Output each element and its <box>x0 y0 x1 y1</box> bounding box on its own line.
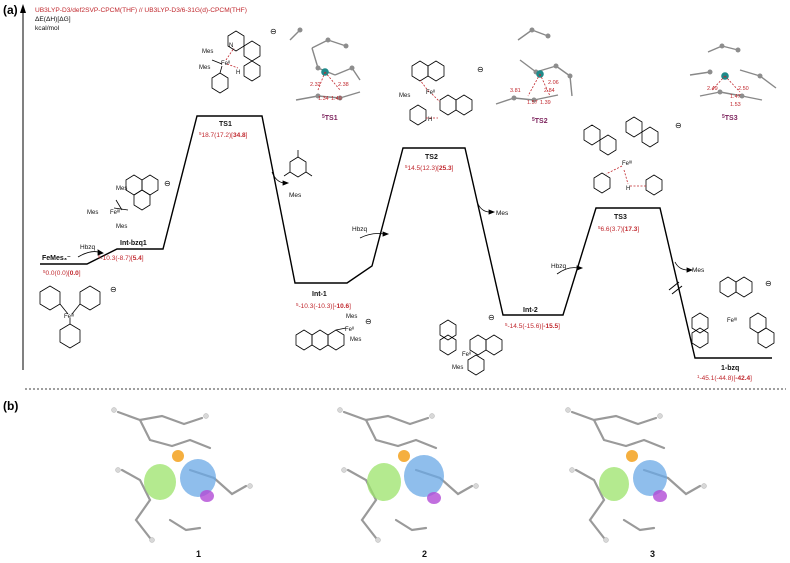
structure-mesitylene <box>283 150 313 178</box>
ts3-dist-2: 2.50 <box>738 86 749 92</box>
mes-label-ts2: Mes <box>399 93 410 99</box>
reagent-hbzq-3: Hbzq <box>551 263 567 270</box>
charge-1bzq: ⊖ <box>765 279 772 288</box>
mes-label-int1-b: Mes <box>350 337 361 343</box>
mes-label-ts1-a: Mes <box>202 49 213 55</box>
fe-label-bzq1: Feᴵᴵᴵ <box>110 209 120 216</box>
energy-label: ΔE(ΔH)[ΔG] <box>35 16 71 23</box>
fe-label-int1: Feᴵᴵ <box>345 326 354 333</box>
reagent-mes-3: Mes <box>692 267 705 274</box>
mes-label-int1-a: Mes <box>346 314 357 320</box>
energy-profile <box>40 115 772 359</box>
orbital-render-1 <box>111 407 253 543</box>
reagent-hbzq-1: Hbzq <box>80 244 96 251</box>
energy-axis <box>20 4 26 370</box>
ts2-3d-label: 5TS2 <box>532 117 548 125</box>
ts3-dist-1: 2.49 <box>707 86 718 92</box>
fe-label-int2: Feᴵᴵ <box>462 351 471 358</box>
state-energy-ts3: 56.6(3.7)[17.3] <box>598 225 639 233</box>
structure-ts2-2d <box>409 60 473 126</box>
structure-1-bzq <box>691 276 775 349</box>
state-energy-ts1: 518.7(17.2)[34.8] <box>199 131 248 139</box>
structure-ts1-2d <box>211 30 261 94</box>
h-label-ts3: H <box>626 186 630 192</box>
arrow-hbzq-2 <box>359 231 390 239</box>
state-name-ts2: TS2 <box>425 154 438 161</box>
ts1-dist-3: 1.34 <box>318 96 329 102</box>
charge-int2: ⊖ <box>488 313 495 322</box>
ts2-dist-1: 3.81 <box>510 88 521 94</box>
orbital-label-2: 2 <box>422 549 427 559</box>
state-energy-int-1: 5-10.3(-10.3)[-10.6] <box>296 302 351 310</box>
orbital-render-3 <box>565 407 707 543</box>
arrow-mes-2 <box>477 203 496 215</box>
structure-femes3 <box>39 285 101 349</box>
charge-ts3: ⊖ <box>675 121 682 130</box>
reagent-hbzq-2: Hbzq <box>352 226 368 233</box>
charge-femes3: ⊖ <box>110 285 117 294</box>
panel-a-label: (a) <box>3 3 18 17</box>
structure-ts1-3d <box>289 27 361 101</box>
structure-ts3-3d <box>689 43 777 101</box>
mes-label-bzq1-b: Mes <box>87 210 98 216</box>
state-name-int-2: Int-2 <box>523 307 538 314</box>
n-label-ts1: N <box>229 43 233 49</box>
h-label-ts1: H <box>236 70 240 76</box>
mes-label-int2: Mes <box>452 365 463 371</box>
orbital-render-2 <box>337 407 479 543</box>
state-name-int-bzq1: Int-bzq1 <box>120 240 147 247</box>
structure-int-bzq1 <box>113 174 159 211</box>
orbital-label-3: 3 <box>650 549 655 559</box>
state-name-ts3: TS3 <box>614 214 627 221</box>
structure-int-2 <box>439 319 503 376</box>
mes-label-ts1-b: Mes <box>199 65 210 71</box>
h-label-ts2: H <box>428 117 432 123</box>
charge-ts2: ⊖ <box>477 65 484 74</box>
arrow-mes-1 <box>271 171 290 186</box>
orbital-label-1: 1 <box>196 549 201 559</box>
state-name-femes3: FeMes₃⁻ <box>42 255 71 262</box>
state-energy-femes3: 50.0(0.0)[0.0] <box>43 269 81 277</box>
charge-bzq1: ⊖ <box>164 179 171 188</box>
ts1-dist-2: 2.38 <box>338 82 349 88</box>
panel-b-label: (b) <box>3 399 18 413</box>
ts1-dist-4: 1.49 <box>331 96 342 102</box>
arrow-hbzq-1 <box>77 249 104 258</box>
ts3-dist-4: 1.53 <box>730 102 741 108</box>
fe-label-ts3: Feᴵᴵᴵ <box>622 160 632 167</box>
ts1-dist-1: 2.32 <box>310 82 321 88</box>
mes-label-bzq1-c: Mes <box>116 224 127 230</box>
state-name-1-bzq: 1-bzq <box>721 365 739 372</box>
state-name-int-1: Int-1 <box>312 291 327 298</box>
ts2-dist-4: 1.57 <box>527 100 538 106</box>
energy-unit: kcal/mol <box>35 25 60 32</box>
fe-label-femes3: Feᴵᴵᴵ <box>64 313 74 320</box>
structure-int-1 <box>295 327 347 351</box>
ts3-dist-3: 1.47 <box>730 94 741 100</box>
ts2-dist-2: 2.84 <box>544 88 555 94</box>
state-energy-int-2: 5-14.5(-15.6)[-15.5] <box>505 322 560 330</box>
method-label: UB3LYP-D3/def2SVP-CPCM(THF) // UB3LYP-D3… <box>35 7 247 14</box>
mes-label-bzq1-a: Mes <box>116 186 127 192</box>
state-energy-int-bzq1: 5-10.3(-8.7)[5.4] <box>98 254 144 262</box>
fe-label-1bzq: Feᴵᴵᴵ <box>727 317 737 324</box>
arrow-hbzq-3 <box>556 265 584 275</box>
structure-ts3-2d <box>583 116 663 196</box>
state-energy-ts2: 514.5(12.3)[25.3] <box>405 164 454 172</box>
ts1-3d-label: 5TS1 <box>322 114 338 122</box>
ts2-dist-3: 2.06 <box>548 80 559 86</box>
arrow-mes-3 <box>674 261 694 273</box>
reagent-mes-1: Mes <box>289 192 302 199</box>
state-energy-1-bzq: 1-45.1(-44.8)[-42.4] <box>697 374 752 382</box>
fe-label-ts1: Feᴵᴵ <box>221 60 230 67</box>
charge-int1: ⊖ <box>365 317 372 326</box>
fe-label-ts2: Feᴵᴵ <box>426 89 435 96</box>
ts3-3d-label: 5TS3 <box>722 114 738 122</box>
structure-ts2-3d <box>495 27 573 105</box>
reagent-mes-2: Mes <box>496 210 509 217</box>
state-name-ts1: TS1 <box>219 121 232 128</box>
charge-ts1: ⊖ <box>270 27 277 36</box>
axis-break <box>668 281 683 295</box>
ts2-dist-5: 1.39 <box>540 100 551 106</box>
